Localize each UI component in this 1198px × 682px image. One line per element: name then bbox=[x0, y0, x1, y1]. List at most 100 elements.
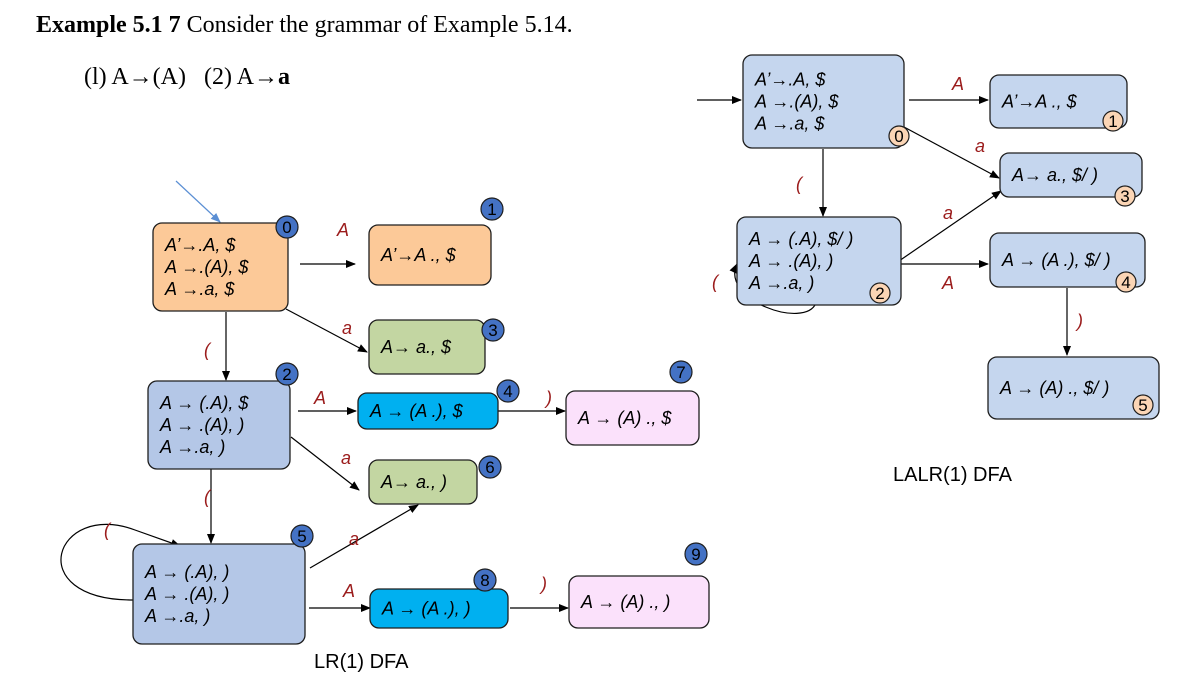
lr1-state-7: A → (A) ., $7 bbox=[565, 360, 700, 446]
lalr-state-item: A →.a, $ bbox=[754, 114, 825, 134]
lr1-edge-label: A bbox=[342, 581, 355, 601]
lr1-state-number-badge bbox=[669, 360, 693, 384]
lr1-state-box bbox=[357, 392, 499, 430]
lr1-edge-2-6 bbox=[290, 436, 360, 491]
lr1-state-item: A →.a, $ bbox=[164, 279, 235, 299]
lr1-start-arrow bbox=[175, 180, 221, 223]
lr1-state-item: A→ a., ) bbox=[380, 472, 447, 492]
lalr-state-item: A →.a, ) bbox=[748, 273, 814, 293]
lr1-edge-label: a bbox=[342, 318, 352, 338]
lr1-caption: LR(1) DFA bbox=[314, 651, 409, 673]
lr1-state-2: A → (.A), $A → .(A), )A →.a, ) 2 bbox=[147, 362, 299, 470]
lr1-state-9: A → (A) ., ) 9 bbox=[568, 542, 710, 629]
lalr-state-item: A →.(A), $ bbox=[754, 92, 839, 112]
lr1-state-number-badge bbox=[275, 215, 299, 239]
lr1-state-number: 7 bbox=[676, 363, 685, 382]
lr1-state-number-badge bbox=[496, 379, 520, 403]
lr1-state-3: A→ a., $3 bbox=[368, 318, 505, 375]
lalr-state-number-badge bbox=[869, 282, 891, 304]
lalr-edge-2-2 bbox=[729, 263, 817, 314]
lr1-state-number: 1 bbox=[487, 200, 496, 219]
lr1-edge-label: ) bbox=[544, 388, 552, 408]
lalr-edge-label: ( bbox=[796, 174, 804, 194]
lr1-state-item: A →.a, ) bbox=[159, 437, 225, 457]
lr1-state-number: 2 bbox=[282, 365, 291, 384]
lr1-state-item: A →.a, ) bbox=[144, 606, 210, 626]
grammar-rule-2-terminal: a bbox=[277, 64, 290, 90]
lalr-state-item: A’→A ., $ bbox=[1001, 92, 1078, 112]
lalr-state-number-badge bbox=[888, 125, 910, 147]
lr1-state-5: A → (.A), )A → .(A), )A →.a, )5 bbox=[132, 524, 314, 645]
lalr-edge-0-3 bbox=[903, 126, 1000, 179]
lalr-state-number-badge bbox=[1102, 110, 1124, 132]
lr1-state-number-badge bbox=[684, 542, 708, 566]
lr1-state-box bbox=[368, 459, 478, 505]
lr1-state-number-badge bbox=[481, 318, 505, 342]
lalr-state-number: 4 bbox=[1121, 273, 1130, 292]
lalr-state-box bbox=[736, 216, 902, 306]
lr1-state-box bbox=[132, 543, 306, 645]
lalr-state-item: A → (A .), $/ ) bbox=[1001, 250, 1111, 270]
lalr-state-number: 5 bbox=[1138, 396, 1147, 415]
lr1-state-item: A → (A .), $ bbox=[369, 401, 464, 421]
lr1-state-item: A’→A ., $ bbox=[380, 245, 457, 265]
lr1-state-number-badge bbox=[290, 524, 314, 548]
lr1-edge-label: ( bbox=[204, 487, 212, 507]
lalr-state-number: 2 bbox=[875, 284, 884, 303]
lalr-edge-label: A bbox=[941, 273, 954, 293]
lr1-state-number: 3 bbox=[488, 321, 497, 340]
lr1-state-item: A → (A) ., ) bbox=[580, 592, 670, 612]
lr1-state-6: A→ a., )6 bbox=[368, 455, 502, 505]
lr1-state-number: 9 bbox=[691, 545, 700, 564]
lr1-edge-label: A bbox=[336, 220, 349, 240]
lr1-state-box bbox=[368, 224, 492, 286]
lr1-edge-5-6 bbox=[309, 504, 419, 569]
lr1-state-item: A → (.A), ) bbox=[144, 562, 229, 582]
example-heading: Example 5.1 7 Consider the grammar of Ex… bbox=[36, 12, 573, 39]
lalr-state-2: A → (.A), $/ )A → .(A), )A →.a, ) 2 bbox=[736, 216, 902, 306]
grammar-rule-1: (l) A→(A) bbox=[84, 64, 186, 90]
lr1-edge-5-5 bbox=[60, 523, 181, 601]
lalr-edge-label: A bbox=[951, 74, 964, 94]
grammar-rule-2: (2) A→a bbox=[204, 64, 290, 90]
lalr-state-3: A→ a., $/ )3 bbox=[999, 152, 1143, 207]
lalr-state-item: A → (A) ., $/ ) bbox=[999, 378, 1109, 398]
example-number: Example 5.1 7 bbox=[36, 12, 181, 38]
lr1-edge-label: ) bbox=[539, 574, 547, 594]
lr1-state-number-badge bbox=[478, 455, 502, 479]
lalr-caption: LALR(1) DFA bbox=[893, 464, 1013, 486]
lr1-state-item: A → .(A), ) bbox=[159, 415, 244, 435]
lalr-state-item: A → (.A), $/ ) bbox=[748, 229, 853, 249]
lr1-state-number: 0 bbox=[282, 218, 291, 237]
lalr-state-number: 3 bbox=[1120, 187, 1129, 206]
grammar-rules: (l) A→(A) (2) A→a bbox=[84, 64, 308, 91]
lr1-edge-label: ( bbox=[104, 520, 112, 540]
lalr-edge-label: a bbox=[943, 203, 953, 223]
lr1-state-0: A’→.A, $A →.(A), $A →.a, $0 bbox=[152, 215, 299, 312]
lalr-state-box bbox=[989, 232, 1146, 288]
lalr-state-item: A → .(A), ) bbox=[748, 251, 833, 271]
lr1-edge-label: a bbox=[341, 448, 351, 468]
lalr-edge-label: ) bbox=[1075, 311, 1083, 331]
lr1-state-box bbox=[369, 588, 509, 629]
lalr-state-number-badge bbox=[1115, 271, 1137, 293]
lr1-state-box bbox=[368, 319, 486, 375]
lr1-state-item: A’→.A, $ bbox=[164, 235, 236, 255]
lalr-edge-label: ( bbox=[712, 272, 720, 292]
lr1-state-item: A → (A .), ) bbox=[381, 599, 471, 619]
lr1-state-box bbox=[565, 390, 700, 446]
lalr-state-0: A’→.A, $A →.(A), $A →.a, $0 bbox=[742, 54, 910, 149]
lr1-state-item: A → (.A), $ bbox=[159, 393, 249, 413]
lr1-edge-0-3 bbox=[285, 308, 368, 353]
lalr-state-box bbox=[987, 356, 1160, 420]
lalr-state-item: A’→.A, $ bbox=[754, 70, 826, 90]
nodes-layer: A’→.A, $A →.(A), $A →.a, $0A’→A ., $1A →… bbox=[132, 54, 1160, 645]
lr1-state-number: 4 bbox=[503, 382, 512, 401]
edges-layer bbox=[60, 96, 1071, 612]
lalr-state-box bbox=[742, 54, 905, 149]
lr1-state-number-badge bbox=[473, 568, 497, 592]
lalr-edge-2-3 bbox=[898, 190, 1002, 262]
lalr-state-4: A → (A .), $/ ) 4 bbox=[989, 232, 1146, 293]
lr1-edge-label: A bbox=[313, 388, 326, 408]
